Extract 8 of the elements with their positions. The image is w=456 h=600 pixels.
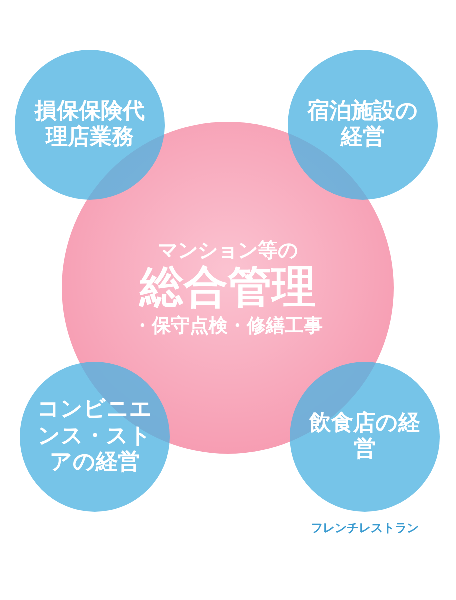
circle-label: コンビニエンス・ストアの経営 <box>36 397 154 477</box>
circle-text: ・保守点検・修繕工事 <box>133 315 323 338</box>
caption-text: フレンチレストラン <box>310 520 420 537</box>
circle-text: マンション等の <box>158 238 298 262</box>
main-heading: 総合管理 <box>140 262 316 315</box>
circle-label: 宿泊施設の経営 <box>306 98 420 152</box>
circle-label: 損保保険代理店業務 <box>34 98 146 152</box>
circle-label: 飲食店の経営 <box>308 410 422 464</box>
